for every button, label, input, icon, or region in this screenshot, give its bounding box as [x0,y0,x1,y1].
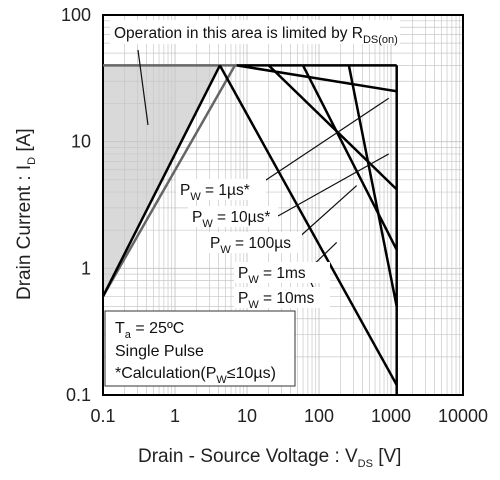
rds-on-limit-line-dark [101,64,221,297]
y-tick-label: 0.1 [66,385,91,405]
leader-line-1 [253,97,390,189]
series-label-2: PW = 10µs* [192,209,270,230]
x-tick-label: 1 [170,406,180,426]
y-tick-label: 10 [71,132,91,152]
series-label-4: PW = 1ms [238,265,306,286]
y-tick-label: 100 [61,5,91,25]
y-tick-label: 1 [81,258,91,278]
series-label-3: PW = 100µs [210,235,291,256]
plot-frame [102,14,464,396]
conditions-box [104,310,296,387]
pw-curve-5 [218,64,398,386]
x-tick-label: 10000 [438,406,488,426]
pw-curve-2 [267,64,398,191]
x-axis-title: Drain - Source Voltage : VDS [V] [138,446,401,470]
condition-calculation-note: *Calculation(PW≤10µs) [115,365,276,386]
condition-temperature: Ta = 25ºC [115,320,184,341]
leader-line-2 [277,153,389,217]
pw-curve-1 [236,64,397,93]
leader-line-6 [137,49,149,126]
x-tick-label: 0.1 [90,406,115,426]
series-label-bg [206,232,302,253]
leader-line-3 [295,185,358,241]
series-label-bg [188,206,278,227]
series-label-bg [176,179,266,200]
series-label-bg [234,287,330,308]
y-axis-title: Drain Current : ID [A] [14,128,38,300]
x-tick-label: 10 [237,406,257,426]
x-tick-label: 1000 [371,406,411,426]
pw-curve-3 [301,64,398,251]
rds-on-limit-line [101,64,237,298]
limit-note-bg [110,20,400,44]
series-label-bg [234,262,330,283]
condition-pulse: Single Pulse [115,343,204,360]
x-tick-label: 100 [304,406,334,426]
series-label-1: PW = 1µs* [180,182,250,203]
pw-curve-4 [347,65,398,307]
rds-on-limit-note: Operation in this area is limited by RDS… [114,25,398,46]
series-label-5: PW = 10ms [238,290,315,311]
